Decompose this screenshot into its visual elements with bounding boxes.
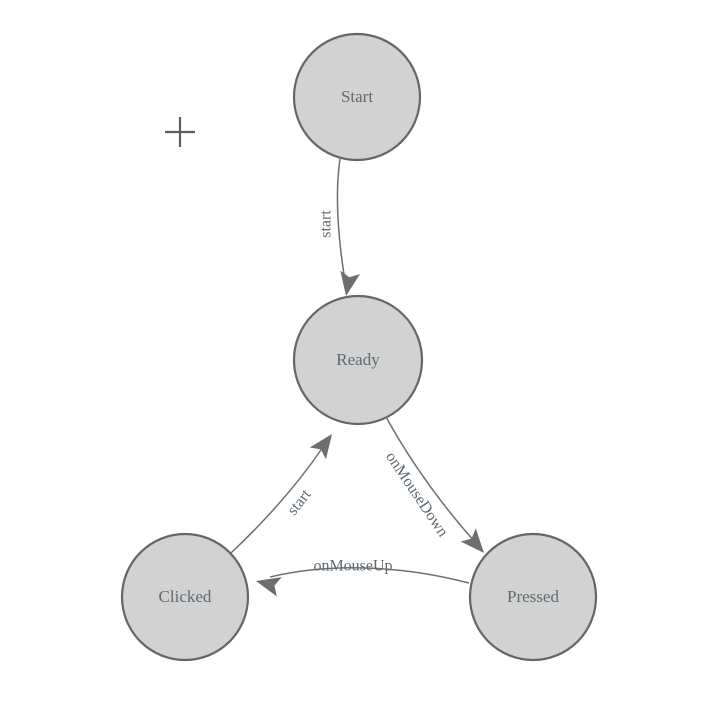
edge-line-start-to-ready[interactable] xyxy=(336,158,346,282)
node-pressed[interactable]: Pressed xyxy=(468,532,598,662)
node-circle-ready[interactable] xyxy=(292,294,424,426)
edge-line-ready-to-pressed[interactable] xyxy=(385,416,475,542)
crosshair-marker xyxy=(165,117,195,147)
node-clicked[interactable]: Clicked xyxy=(120,532,250,662)
edge-label-pressed-to-clicked: onMouseUp xyxy=(313,558,392,575)
node-circle-start[interactable] xyxy=(292,32,422,162)
arrowhead-ready-to-pressed xyxy=(460,528,484,553)
edge-line-clicked-to-ready[interactable] xyxy=(230,446,324,554)
node-ready[interactable]: Ready xyxy=(292,294,424,426)
arrowhead-start-to-ready xyxy=(340,270,361,296)
edge-ready-to-pressed[interactable]: onMouseDown xyxy=(382,416,491,560)
edge-label-clicked-to-ready: start xyxy=(284,486,315,519)
edge-label-start-to-ready: start xyxy=(318,210,335,238)
arrowhead-pressed-to-clicked xyxy=(256,577,282,597)
edge-label-ready-to-pressed: onMouseDown xyxy=(382,449,451,540)
edge-line-pressed-to-clicked[interactable] xyxy=(269,567,470,584)
edge-start-to-ready[interactable]: start xyxy=(318,158,361,298)
edge-pressed-to-clicked[interactable]: onMouseUp xyxy=(254,558,470,597)
node-start[interactable]: Start xyxy=(292,32,422,162)
arrowhead-clicked-to-ready xyxy=(309,434,332,460)
edge-clicked-to-ready[interactable]: start xyxy=(230,428,340,554)
node-circle-pressed[interactable] xyxy=(468,532,598,662)
crosshair-icon xyxy=(165,117,195,147)
node-circle-clicked[interactable] xyxy=(120,532,250,662)
